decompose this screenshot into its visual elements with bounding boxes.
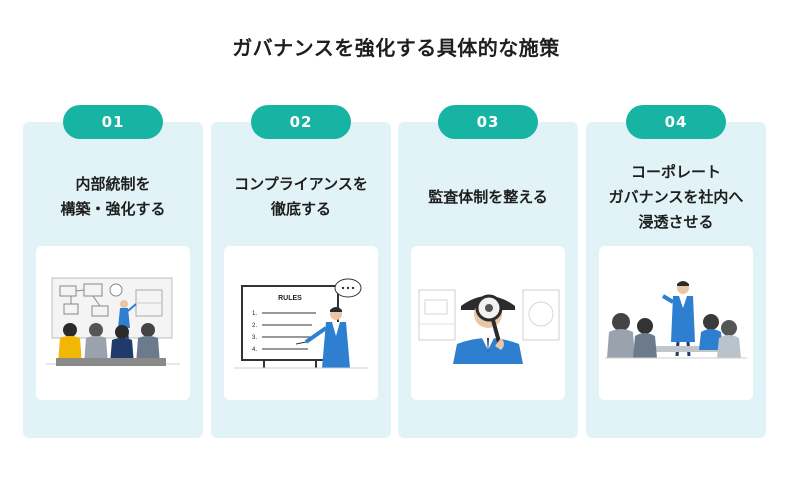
magnifier-inspector-icon <box>411 246 565 400</box>
measure-title: コーポレート ガバナンスを社内へ 浸透させる <box>608 162 744 231</box>
rule-number: 3. <box>252 335 257 341</box>
measure-card-1: 01 内部統制を 構築・強化する <box>23 105 203 438</box>
measure-card-3: 03 監査体制を整える <box>398 105 578 438</box>
rules-board-icon: RULES 1. 2. 3. 4. <box>224 246 378 400</box>
measure-number-badge: 03 <box>438 105 538 139</box>
measure-title: 監査体制を整える <box>428 187 548 206</box>
rule-number: 4. <box>252 347 257 353</box>
presentation-to-audience-icon <box>36 246 190 400</box>
measures-list: 01 内部統制を 構築・強化する <box>23 105 769 438</box>
measure-number-badge: 04 <box>626 105 726 139</box>
measure-title: 内部統制を 構築・強化する <box>60 175 166 218</box>
measure-card-2: 02 コンプライアンスを 徹底する RULES 1. 2. 3. 4. <box>211 105 391 438</box>
measure-title: コンプライアンスを 徹底する <box>234 175 368 218</box>
page-title: ガバナンスを強化する具体的な施策 <box>232 36 560 60</box>
measure-number-badge: 01 <box>63 105 163 139</box>
board-label: RULES <box>278 295 302 302</box>
rule-number: 2. <box>252 323 257 329</box>
meeting-speaker-icon <box>599 246 753 400</box>
measure-card-4: 04 コーポレート ガバナンスを社内へ 浸透させる <box>586 105 766 438</box>
rule-number: 1. <box>252 311 257 317</box>
measure-number-badge: 02 <box>251 105 351 139</box>
